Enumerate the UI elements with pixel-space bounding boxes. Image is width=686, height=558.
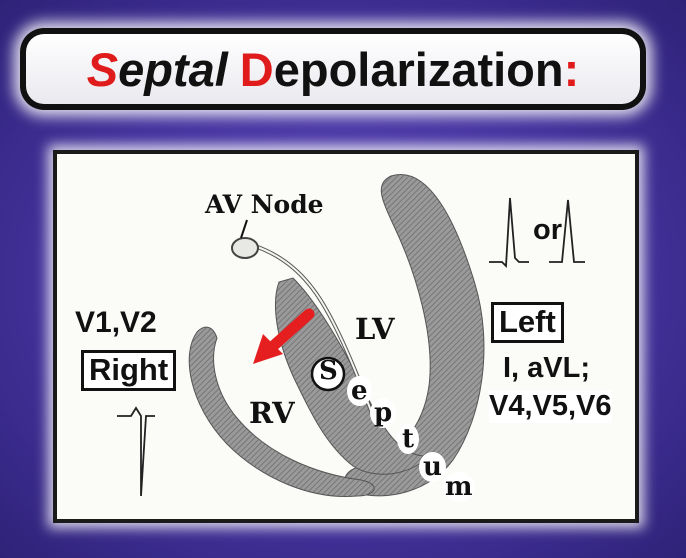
left-ecg-trace-1-icon — [489, 197, 529, 269]
right-ecg-trace-icon — [117, 406, 155, 497]
title-letter-d: D — [239, 42, 274, 96]
title-letter-s: S — [86, 42, 119, 96]
av-node-label: AV Node — [205, 190, 324, 219]
heart-diagram-panel: AV Node LV RV or V1,V2 Right Left I, aVL… — [53, 150, 639, 523]
lv-label: LV — [355, 312, 395, 346]
septum-letter-u: u — [419, 452, 446, 482]
right-label: Right — [81, 350, 177, 391]
depolarization-arrow-icon — [253, 308, 315, 364]
title-word-epolarization: epolarization — [273, 42, 564, 96]
left-leads-line-2: V4,V5,V6 — [489, 390, 612, 423]
septum-letter-e: e — [347, 376, 372, 406]
v1-v2-label: V1,V2 — [75, 306, 157, 339]
left-leads-line-1: I, aVL; — [503, 352, 591, 384]
left-ecg-trace-2-icon — [549, 199, 585, 263]
septum-s-circle — [310, 356, 346, 392]
av-node-pointer — [240, 219, 248, 239]
rv-label: RV — [249, 396, 295, 430]
septum-letter-m: m — [443, 472, 475, 502]
title-colon: : — [563, 42, 580, 96]
septum-letter-t: t — [397, 424, 420, 454]
title-word-eptal: eptal — [118, 42, 228, 96]
av-node-shape — [231, 237, 259, 259]
septum-letter-p: p — [370, 398, 397, 428]
or-label: or — [533, 214, 562, 246]
septum-letter-s: S — [319, 356, 338, 386]
right-ventricle-wall — [188, 326, 375, 498]
left-label: Left — [491, 302, 564, 343]
